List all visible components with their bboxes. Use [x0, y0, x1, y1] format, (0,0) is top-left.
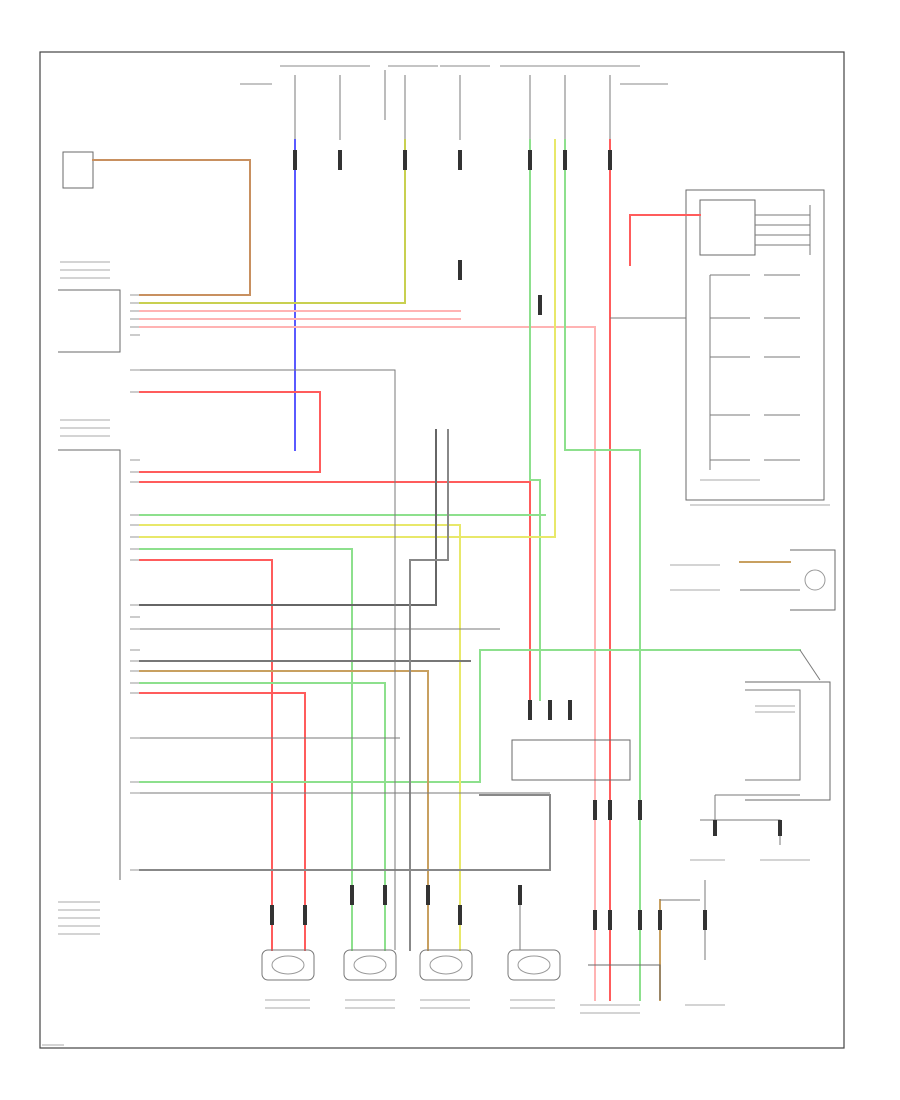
- wire-red-6: [139, 692, 306, 951]
- wire-red-2: [139, 481, 531, 701]
- wire-gray-9: [700, 795, 716, 821]
- wire-green-5: [139, 649, 801, 783]
- module-pins: [130, 294, 140, 871]
- wire-dark-4: [409, 429, 449, 951]
- wire-red-4: [629, 214, 701, 266]
- wire-green-4: [139, 682, 386, 951]
- wire-green-6: [564, 139, 641, 1001]
- wire-green-3: [139, 548, 353, 951]
- wires: [92, 139, 801, 1001]
- wire-yellow-1: [139, 524, 461, 951]
- wire-tan-1: [92, 159, 251, 296]
- wire-pink-3: [139, 326, 596, 1001]
- wire-gray-10: [715, 819, 781, 845]
- left-modules: [58, 151, 121, 880]
- speaker-left-front: [261, 949, 315, 981]
- bottom-junction: [511, 739, 661, 1000]
- label-marks: [42, 261, 830, 1046]
- fuse-block: [685, 189, 825, 501]
- speakers: [261, 949, 561, 981]
- fuse-stems: [294, 70, 611, 140]
- wire-gray-1: [140, 369, 396, 950]
- wire-dark-1: [139, 429, 437, 606]
- wire-red-1: [139, 391, 321, 473]
- wire-gray-7: [745, 689, 801, 781]
- right-sensor-box: [745, 549, 836, 801]
- top-connector-labels: [240, 65, 668, 85]
- speaker-left-rear: [343, 949, 397, 981]
- wire-olive-1: [139, 139, 406, 304]
- wire-red-5: [139, 559, 273, 951]
- connector-blocks: [270, 150, 782, 930]
- wire-tan-2: [139, 670, 429, 951]
- wire-dark-3: [139, 794, 551, 871]
- wire-green-1: [529, 139, 541, 701]
- speaker-right-front: [507, 949, 561, 981]
- speaker-right-rear: [419, 949, 473, 981]
- wire-yellow-2: [139, 139, 556, 538]
- diagram-border: [39, 51, 845, 1049]
